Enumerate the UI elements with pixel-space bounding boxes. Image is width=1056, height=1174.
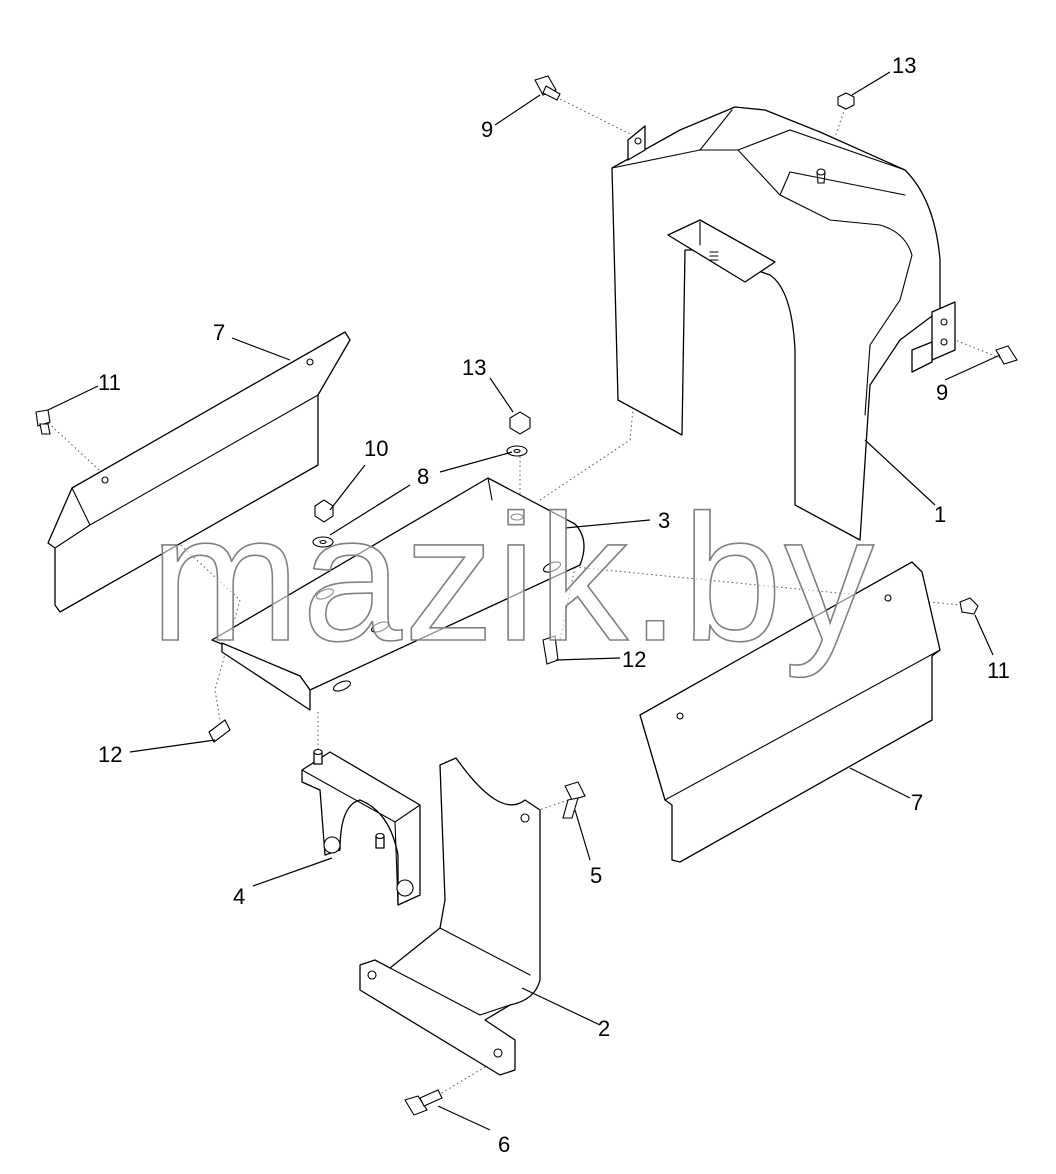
part-7-right-shield (639, 561, 941, 863)
callout-labels: 1 2 3 4 5 6 7 7 8 9 9 10 11 11 12 12 13 … (98, 53, 1010, 1157)
hardware (35, 75, 1018, 1116)
callout-2: 2 (598, 1016, 610, 1041)
callout-7-right: 7 (911, 790, 923, 815)
part-3-tray (211, 477, 585, 711)
part-4-bracket (301, 748, 421, 906)
callout-12-right: 12 (622, 647, 646, 672)
callout-5: 5 (590, 863, 602, 888)
callout-4: 4 (233, 884, 245, 909)
callout-11-right: 11 (987, 658, 1010, 683)
callout-6: 6 (498, 1132, 510, 1157)
leader-lines (47, 71, 1001, 1131)
callout-12-left: 12 (98, 742, 122, 767)
part-1-cover (611, 106, 956, 541)
part-2-mounting-plate (359, 757, 541, 1076)
callout-13-center: 13 (462, 355, 486, 380)
callout-9-right: 9 (936, 380, 948, 405)
watermark-text: mazik.by (150, 478, 876, 679)
callout-8: 8 (417, 464, 429, 489)
part-7-left-shield (47, 331, 351, 613)
callout-1: 1 (934, 502, 946, 527)
callout-9-top: 9 (481, 117, 493, 142)
callout-13-top: 13 (892, 53, 916, 78)
callout-3: 3 (658, 508, 670, 533)
callout-10: 10 (364, 436, 388, 461)
callout-11-left: 11 (98, 370, 121, 395)
callout-7-left: 7 (213, 320, 225, 345)
